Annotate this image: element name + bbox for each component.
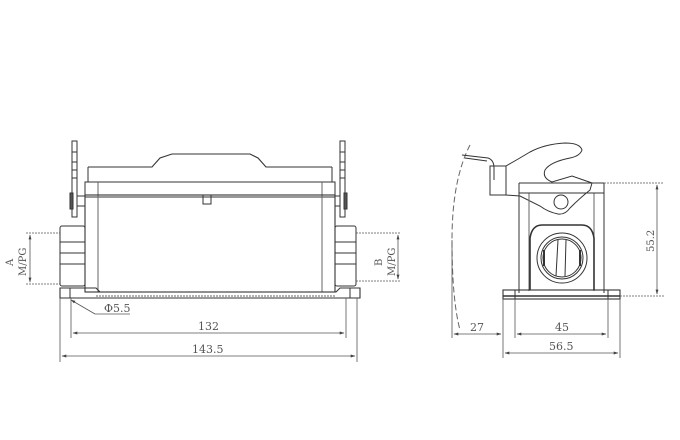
entry-b-thread-label: M/PG: [387, 248, 398, 276]
front-dimension-lines: [26, 232, 400, 362]
height-label: 55.2: [646, 230, 657, 252]
mount-spacing-label: 45: [555, 321, 569, 334]
side-view: [451, 142, 621, 331]
side-dimension-lines: [451, 182, 664, 358]
entry-b-label: B: [374, 259, 385, 266]
inner-width-label: 132: [198, 320, 219, 333]
entry-a-label: A: [5, 258, 16, 267]
overall-width-label: 143.5: [192, 343, 224, 356]
entry-a-thread-label: M/PG: [18, 248, 29, 276]
offset-label: 27: [470, 321, 484, 334]
hole-diameter-label: Φ5.5: [104, 302, 131, 315]
front-view: [59, 140, 361, 299]
base-width-label: 56.5: [549, 340, 574, 353]
